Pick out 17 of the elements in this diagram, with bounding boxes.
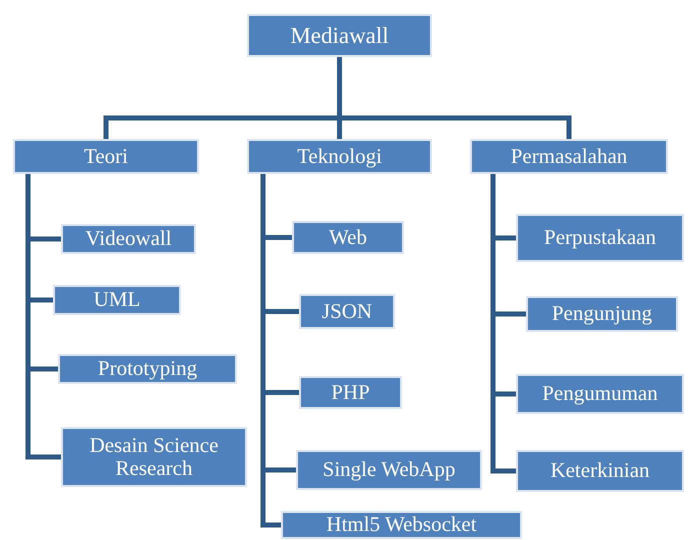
category-box: Videowall (61, 224, 196, 254)
category-box: Teknologi (247, 139, 432, 174)
category-box: Pengumuman (516, 374, 684, 414)
category-box: Single WebApp (296, 450, 482, 490)
category-box: Prototyping (58, 354, 237, 384)
category-box: PHP (299, 376, 402, 409)
category-box: Pengunjung (526, 296, 678, 332)
category-box: Keterkinian (516, 450, 684, 492)
category-box: Web (292, 221, 404, 254)
category-box: Desain Science Research (61, 427, 247, 487)
category-box: Html5 Websocket (281, 511, 522, 539)
category-box: Teori (13, 139, 199, 174)
category-box: UML (53, 285, 181, 315)
category-box: Mediawall (247, 14, 432, 57)
category-box: Permasalahan (470, 139, 668, 174)
category-box: JSON (299, 294, 395, 329)
category-box: Perpustakaan (516, 214, 684, 262)
